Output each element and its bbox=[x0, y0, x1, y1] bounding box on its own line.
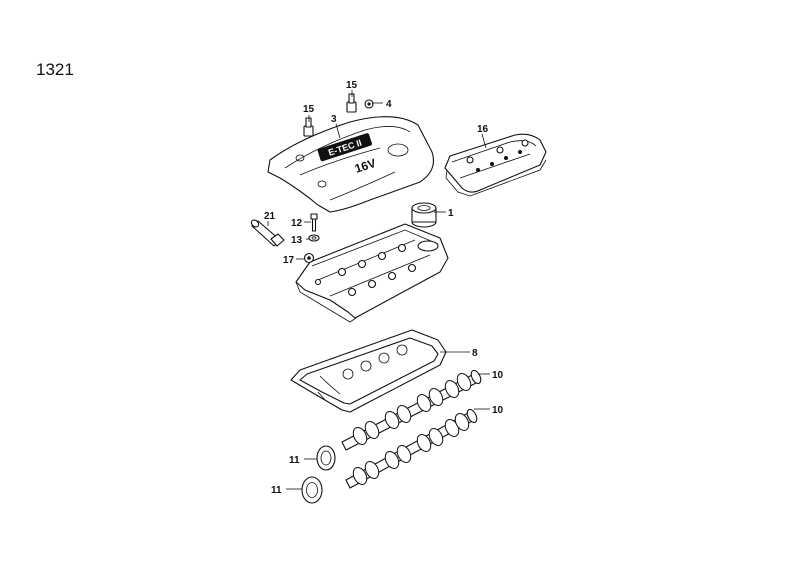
callout-11-upper: 11 bbox=[289, 455, 300, 466]
callout-3: 3 bbox=[331, 114, 337, 125]
clip-part-15b bbox=[346, 93, 357, 113]
logo-plate bbox=[317, 133, 372, 162]
camshaft-upper-part-10 bbox=[341, 369, 482, 451]
leader-lines bbox=[267, 90, 490, 490]
oil-seal-part-11b bbox=[301, 476, 323, 504]
tube-part-21 bbox=[250, 219, 285, 247]
clip-part-15a bbox=[303, 117, 314, 137]
cover-badge-text: 16V bbox=[353, 156, 378, 176]
callout-16: 16 bbox=[477, 124, 489, 135]
callout-8: 8 bbox=[472, 348, 478, 359]
cylinder-head-cover bbox=[295, 223, 449, 323]
callout-21: 21 bbox=[264, 211, 276, 222]
callout-1: 1 bbox=[448, 208, 454, 219]
callout-labels: 15 15 4 3 16 1 21 12 13 17 8 10 10 11 11 bbox=[264, 80, 504, 496]
callout-15-left: 15 bbox=[303, 104, 315, 115]
bolt-part-12 bbox=[310, 213, 318, 232]
grommet-part-4 bbox=[364, 99, 374, 109]
gasket-part-8 bbox=[290, 329, 447, 413]
head-cover-part-16 bbox=[444, 133, 547, 197]
engine-cover-part: E-TEC II 16V bbox=[267, 116, 435, 213]
washer-part-13 bbox=[308, 234, 320, 242]
callout-15-right: 15 bbox=[346, 80, 358, 91]
nut-part-17 bbox=[303, 252, 315, 264]
callout-10-upper: 10 bbox=[492, 370, 504, 381]
callout-17: 17 bbox=[283, 255, 295, 266]
camshaft-lower-part-10 bbox=[345, 408, 478, 489]
callout-4: 4 bbox=[386, 99, 392, 110]
callout-10-lower: 10 bbox=[492, 405, 504, 416]
page-number: 1321 bbox=[36, 60, 74, 79]
callout-12: 12 bbox=[291, 218, 303, 229]
callout-13: 13 bbox=[291, 235, 303, 246]
callout-11-lower: 11 bbox=[271, 485, 282, 496]
oil-filler-cap-part-1 bbox=[411, 202, 437, 228]
oil-seal-part-11a bbox=[316, 445, 336, 471]
